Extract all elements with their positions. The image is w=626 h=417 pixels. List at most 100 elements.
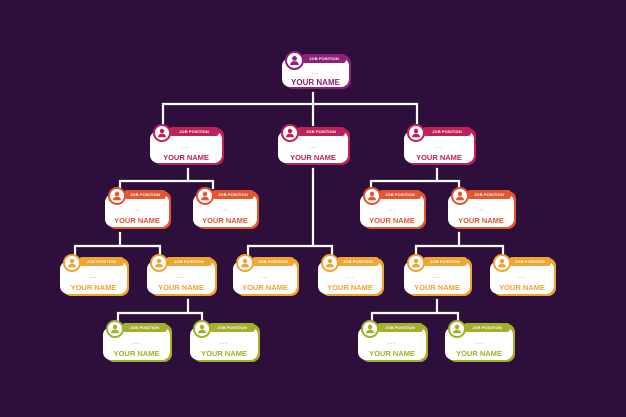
- connector-root: [161, 91, 419, 127]
- separator-dots: ...: [181, 144, 190, 150]
- connector-l3-e: [370, 298, 460, 323]
- job-position-label: JOB POSITION: [337, 257, 379, 266]
- person-name: YOUR NAME: [291, 78, 340, 87]
- org-node-l3-e: JOB POSITION... YOUR NAME: [404, 254, 472, 298]
- connector-l1-right: [369, 167, 461, 190]
- separator-dots: ...: [220, 207, 229, 213]
- org-node-l2-c: JOB POSITION... YOUR NAME: [360, 187, 426, 231]
- job-position-label: JOB POSITION: [379, 190, 421, 199]
- job-position-label: JOB POSITION: [209, 323, 255, 332]
- connector-l2-a: [73, 231, 162, 257]
- connector-l2-d: [414, 231, 505, 257]
- job-position-label: JOB POSITION: [122, 323, 167, 332]
- separator-dots: ...: [132, 340, 141, 346]
- separator-dots: ...: [219, 340, 228, 346]
- job-position-label: JOB POSITION: [423, 127, 471, 136]
- avatar: [451, 187, 469, 205]
- separator-dots: ...: [476, 207, 485, 213]
- person-name: YOUR NAME: [327, 283, 373, 292]
- avatar: [106, 320, 124, 338]
- person-icon: [365, 324, 375, 334]
- org-node-l4-c: JOB POSITION... YOUR NAME: [358, 320, 428, 364]
- person-name: YOUR NAME: [201, 349, 247, 358]
- person-name: YOUR NAME: [416, 153, 462, 162]
- person-name: YOUR NAME: [163, 153, 209, 162]
- org-node-l1-right: JOB POSITION... YOUR NAME: [404, 124, 476, 167]
- person-icon: [452, 324, 462, 334]
- org-node-l4-d: JOB POSITION... YOUR NAME: [445, 320, 515, 364]
- separator-dots: ...: [387, 340, 396, 346]
- org-node-root: JOB POSITION... YOUR NAME: [282, 51, 351, 91]
- person-name: YOUR NAME: [114, 216, 160, 225]
- separator-dots: ...: [260, 274, 269, 280]
- org-node-l2-a: JOB POSITION... YOUR NAME: [105, 187, 171, 231]
- person-name: YOUR NAME: [158, 283, 204, 292]
- person-name: YOUR NAME: [414, 283, 460, 292]
- job-position-label: JOB POSITION: [79, 257, 124, 266]
- job-position-label: JOB POSITION: [423, 257, 467, 266]
- org-node-l1-left: JOB POSITION... YOUR NAME: [150, 124, 224, 167]
- job-position-label: JOB POSITION: [166, 257, 212, 266]
- person-icon: [411, 258, 421, 268]
- job-position-label: JOB POSITION: [124, 190, 166, 199]
- person-icon: [67, 258, 77, 268]
- avatar: [285, 51, 304, 70]
- person-name: YOUR NAME: [70, 283, 117, 292]
- separator-dots: ...: [434, 144, 443, 150]
- person-icon: [290, 56, 299, 65]
- person-icon: [157, 128, 167, 138]
- person-name: YOUR NAME: [458, 216, 504, 225]
- separator-dots: ...: [311, 70, 320, 76]
- person-name: YOUR NAME: [202, 216, 248, 225]
- person-icon: [110, 324, 120, 334]
- person-icon: [197, 324, 207, 334]
- avatar: [321, 254, 339, 272]
- org-node-l1-mid: JOB POSITION... YOUR NAME: [278, 124, 350, 167]
- person-name: YOUR NAME: [242, 283, 288, 292]
- person-name: YOUR NAME: [369, 349, 415, 358]
- job-position-label: JOB POSITION: [464, 323, 510, 332]
- person-icon: [455, 191, 465, 201]
- connector-l1-mid: [246, 167, 334, 257]
- person-name: YOUR NAME: [290, 153, 336, 162]
- org-node-l3-f: JOB POSITION...YOUR NAME: [490, 254, 556, 298]
- separator-dots: ...: [517, 274, 526, 280]
- separator-dots: ...: [132, 207, 141, 213]
- person-icon: [154, 258, 164, 268]
- job-position-label: JOB POSITION: [169, 127, 219, 136]
- separator-dots: ...: [474, 340, 483, 346]
- connector-l1-left: [118, 167, 215, 190]
- person-icon: [112, 191, 122, 201]
- org-node-l2-d: JOB POSITION... YOUR NAME: [448, 187, 516, 231]
- person-icon: [285, 128, 295, 138]
- job-position-label: JOB POSITION: [377, 323, 423, 332]
- avatar: [150, 254, 168, 272]
- separator-dots: ...: [387, 207, 396, 213]
- org-node-l3-b: JOB POSITION... YOUR NAME: [147, 254, 217, 298]
- org-node-l3-a: JOB POSITION...YOUR NAME: [60, 254, 129, 298]
- person-icon: [325, 258, 335, 268]
- separator-dots: ...: [432, 274, 441, 280]
- org-node-l3-c: JOB POSITION... YOUR NAME: [233, 254, 299, 298]
- person-icon: [240, 258, 250, 268]
- job-position-label: JOB POSITION: [212, 190, 254, 199]
- job-position-label: JOB POSITION: [297, 127, 345, 136]
- person-icon: [367, 191, 377, 201]
- person-name: YOUR NAME: [456, 349, 502, 358]
- person-icon: [497, 258, 507, 268]
- job-position-label: JOB POSITION: [252, 257, 294, 266]
- separator-dots: ...: [345, 274, 354, 280]
- connector-l3-b: [116, 298, 204, 323]
- separator-dots: ...: [308, 144, 317, 150]
- org-node-l3-d: JOB POSITION... YOUR NAME: [318, 254, 384, 298]
- job-position-label: JOB POSITION: [467, 190, 511, 199]
- avatar: [63, 254, 81, 272]
- job-position-label: JOB POSITION: [302, 54, 346, 63]
- person-name: YOUR NAME: [499, 283, 545, 292]
- org-node-l4-a: JOB POSITION...YOUR NAME: [103, 320, 172, 364]
- person-name: YOUR NAME: [369, 216, 415, 225]
- org-node-l4-b: JOB POSITION... YOUR NAME: [190, 320, 260, 364]
- separator-dots: ...: [176, 274, 185, 280]
